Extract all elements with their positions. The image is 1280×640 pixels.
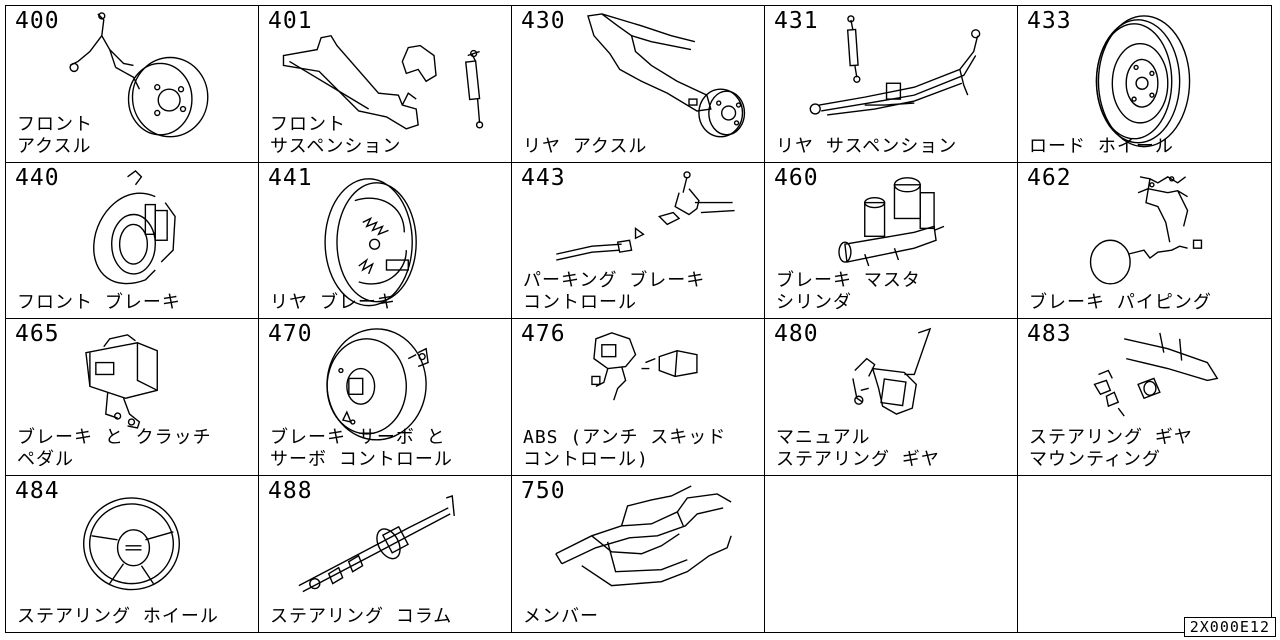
part-code: 431 (774, 8, 819, 34)
part-code: 443 (521, 164, 566, 191)
part-cell-750[interactable]: 750 メンバー (512, 475, 765, 632)
part-name: フロント アクスル (17, 113, 93, 157)
figure-reference-label: 2X000E12 (1183, 617, 1276, 637)
part-code: 460 (774, 164, 819, 191)
part-cell-462[interactable]: 462 ブレーキ パイピング (1018, 163, 1271, 319)
part-code: 483 (1027, 321, 1072, 347)
part-code: 470 (268, 321, 313, 347)
part-name: フロント サスペンション (270, 113, 402, 157)
part-cell-488[interactable]: 488 ステアリング コラム (259, 475, 512, 632)
part-cell-441[interactable]: 441 リヤ ブレーキ (259, 162, 512, 319)
part-code: 462 (1027, 164, 1072, 191)
part-code: 440 (15, 164, 60, 191)
part-cell-484[interactable]: 484 ステアリング ホイール (6, 475, 259, 632)
part-name: リヤ サスペンション (776, 135, 958, 157)
part-name: メンバー (523, 606, 599, 627)
part-name: ステアリング ギヤ マウンティング (1029, 426, 1193, 470)
part-cell-401[interactable]: 401 フロント サスペンション (259, 6, 512, 163)
part-name: リヤ ブレーキ (270, 292, 396, 313)
part-cell-483[interactable]: 483 ステアリング ギヤ マウンティング (1018, 319, 1271, 476)
part-code: 400 (15, 8, 60, 34)
empty-cell (765, 475, 1018, 632)
part-name: マニュアル ステアリング ギヤ (776, 426, 940, 470)
part-name: ステアリング コラム (270, 606, 453, 627)
part-name: フロント ブレーキ (17, 292, 181, 313)
part-name: ステアリング ホイール (17, 606, 219, 627)
part-cell-430[interactable]: 430 リヤ アクスル (512, 6, 765, 163)
empty-cell (1018, 476, 1271, 633)
part-code: 401 (268, 8, 313, 34)
part-name: ブレーキ と クラッチ ペダル (17, 426, 212, 470)
part-code: 480 (774, 321, 819, 347)
part-code: 465 (15, 321, 60, 347)
part-code: 488 (268, 477, 313, 504)
part-cell-480[interactable]: 480 マニュアル ステアリング ギヤ (765, 319, 1018, 476)
part-cell-470[interactable]: 470 ブレーキ サーボ と サーボ コントロール (259, 319, 512, 476)
part-cell-433[interactable]: 433 ロード ホイール (1018, 6, 1271, 163)
part-cell-400[interactable]: 400 フロント アクスル (6, 6, 259, 163)
part-code: 441 (268, 164, 313, 191)
part-cell-431[interactable]: 431 リヤ サスペンション (765, 6, 1018, 163)
part-code: 750 (521, 477, 566, 504)
part-code: 484 (15, 477, 60, 504)
part-cell-460[interactable]: 460 ブレーキ マスタ シリンダ (765, 162, 1018, 319)
part-cell-443[interactable]: 443 パーキング ブレーキ コントロール (512, 162, 765, 319)
part-name: ロード ホイール (1029, 135, 1174, 157)
part-name: ブレーキ パイピング (1029, 292, 1212, 313)
parts-catalog-grid: 400 フロント アクスル 401 フロント サスペンション 430 (5, 5, 1272, 633)
part-name: ブレーキ マスタ シリンダ (776, 270, 921, 313)
part-name: ブレーキ サーボ と サーボ コントロール (270, 426, 453, 470)
part-name: パーキング ブレーキ コントロール (523, 270, 706, 313)
part-code: 430 (521, 8, 566, 34)
part-name: リヤ アクスル (523, 135, 648, 157)
part-cell-440[interactable]: 440 フロント ブレーキ (6, 162, 259, 319)
part-code: 433 (1027, 8, 1072, 34)
part-cell-465[interactable]: 465 ブレーキ と クラッチ ペダル (6, 319, 259, 476)
part-code: 476 (521, 321, 566, 347)
part-cell-476[interactable]: 476 ABS (アンチ スキッド コントロール) (512, 319, 765, 476)
part-name: ABS (アンチ スキッド コントロール) (523, 426, 727, 470)
